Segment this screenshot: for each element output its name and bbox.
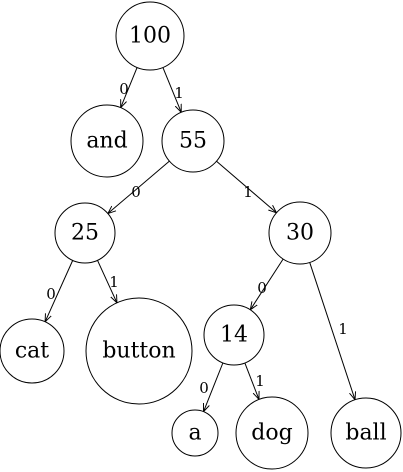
- node-100: 100: [115, 1, 185, 71]
- edge-arrow: [108, 160, 170, 213]
- edge-label-0: 0: [257, 279, 267, 297]
- node-ball: ball: [330, 397, 402, 469]
- edge-label-1: 1: [174, 84, 184, 102]
- node-55: 55: [161, 109, 225, 173]
- edge-100-to-55: 1: [162, 67, 184, 112]
- node-30: 30: [268, 201, 332, 265]
- edge-14-to-a: 0: [199, 362, 224, 412]
- edge-label-1: 1: [255, 372, 265, 390]
- node-label: button: [102, 339, 175, 364]
- node-cat: cat: [0, 318, 65, 384]
- node-label: 25: [71, 221, 99, 246]
- edge-label-1: 1: [243, 183, 253, 201]
- edge-25-to-cat: 0: [45, 260, 74, 321]
- edge-100-to-and: 0: [119, 67, 138, 107]
- edge-arrow: [45, 260, 74, 321]
- edge-25-to-button: 1: [97, 260, 119, 303]
- edge-55-to-25: 0: [108, 160, 170, 213]
- node-label: cat: [15, 339, 49, 364]
- edge-label-1: 1: [338, 320, 348, 338]
- node-label: and: [86, 129, 127, 154]
- node-label: ball: [345, 421, 386, 446]
- edge-arrow: [244, 362, 259, 399]
- node-a: a: [171, 409, 219, 457]
- node-label: 14: [220, 323, 248, 348]
- node-label: dog: [251, 421, 292, 446]
- node-label: 100: [129, 24, 171, 49]
- edge-label-0: 0: [119, 80, 129, 98]
- node-label: a: [188, 421, 201, 446]
- edge-30-to-14: 0: [250, 258, 284, 310]
- edge-30-to-ball: 1: [309, 262, 355, 399]
- edge-arrow: [309, 262, 355, 399]
- edge-label-0: 0: [131, 183, 141, 201]
- node-25: 25: [54, 202, 116, 264]
- edge-arrow: [97, 260, 116, 303]
- edge-arrow: [216, 160, 277, 213]
- edge-55-to-30: 1: [216, 160, 277, 213]
- node-and: and: [70, 104, 144, 178]
- node-14: 14: [203, 304, 265, 366]
- edge-arrow: [204, 362, 224, 412]
- edge-arrow: [121, 67, 138, 107]
- edge-arrow: [250, 258, 284, 310]
- edge-label-1: 1: [109, 273, 119, 291]
- edge-label-0: 0: [46, 285, 56, 303]
- node-dog: dog: [235, 396, 309, 470]
- edge-14-to-dog: 1: [244, 362, 265, 399]
- node-label: 55: [179, 129, 207, 154]
- node-button: button: [85, 297, 193, 405]
- edge-arrow: [162, 67, 181, 112]
- node-label: 30: [286, 221, 314, 246]
- edge-label-0: 0: [199, 379, 209, 397]
